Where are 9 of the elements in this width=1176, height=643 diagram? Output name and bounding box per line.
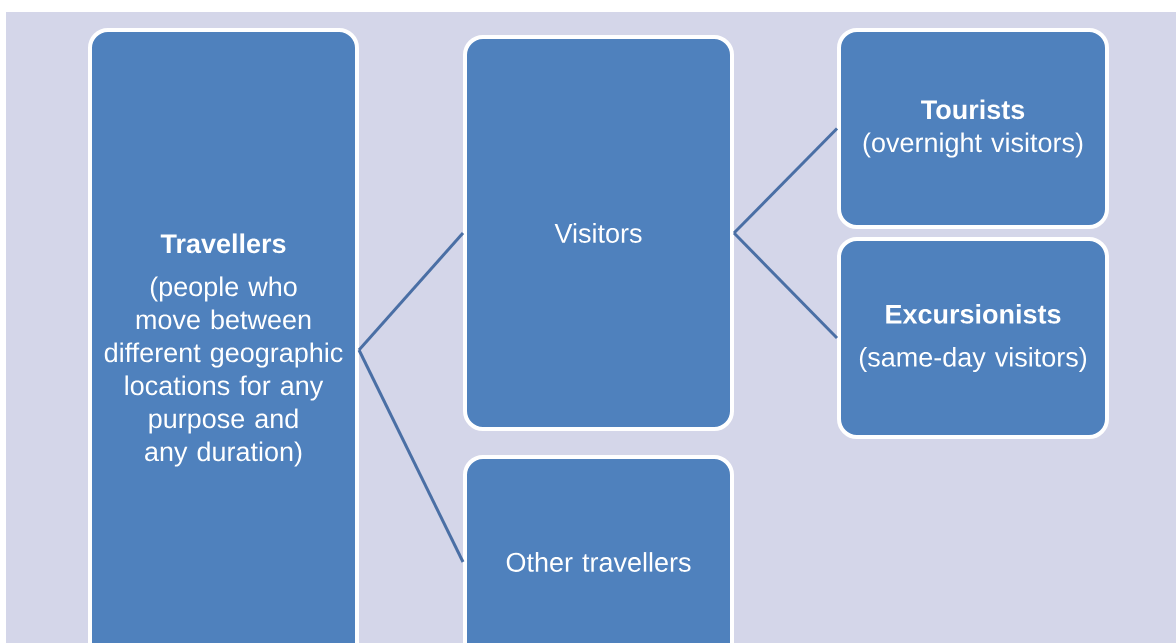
- category-box: Other travellers: [463, 455, 734, 643]
- connector-line: [732, 127, 839, 235]
- category-box: Tourists (overnight visitors): [837, 28, 1109, 229]
- connector-line: [357, 232, 465, 351]
- connector-line: [357, 349, 465, 563]
- category-box: Visitors: [463, 35, 734, 431]
- connector-line: [732, 231, 839, 340]
- category-box: Travellers (people who move between different geographic locations for any purpose and any duration): [88, 28, 359, 643]
- category-box: Excursionists (same-day visitors): [837, 237, 1109, 439]
